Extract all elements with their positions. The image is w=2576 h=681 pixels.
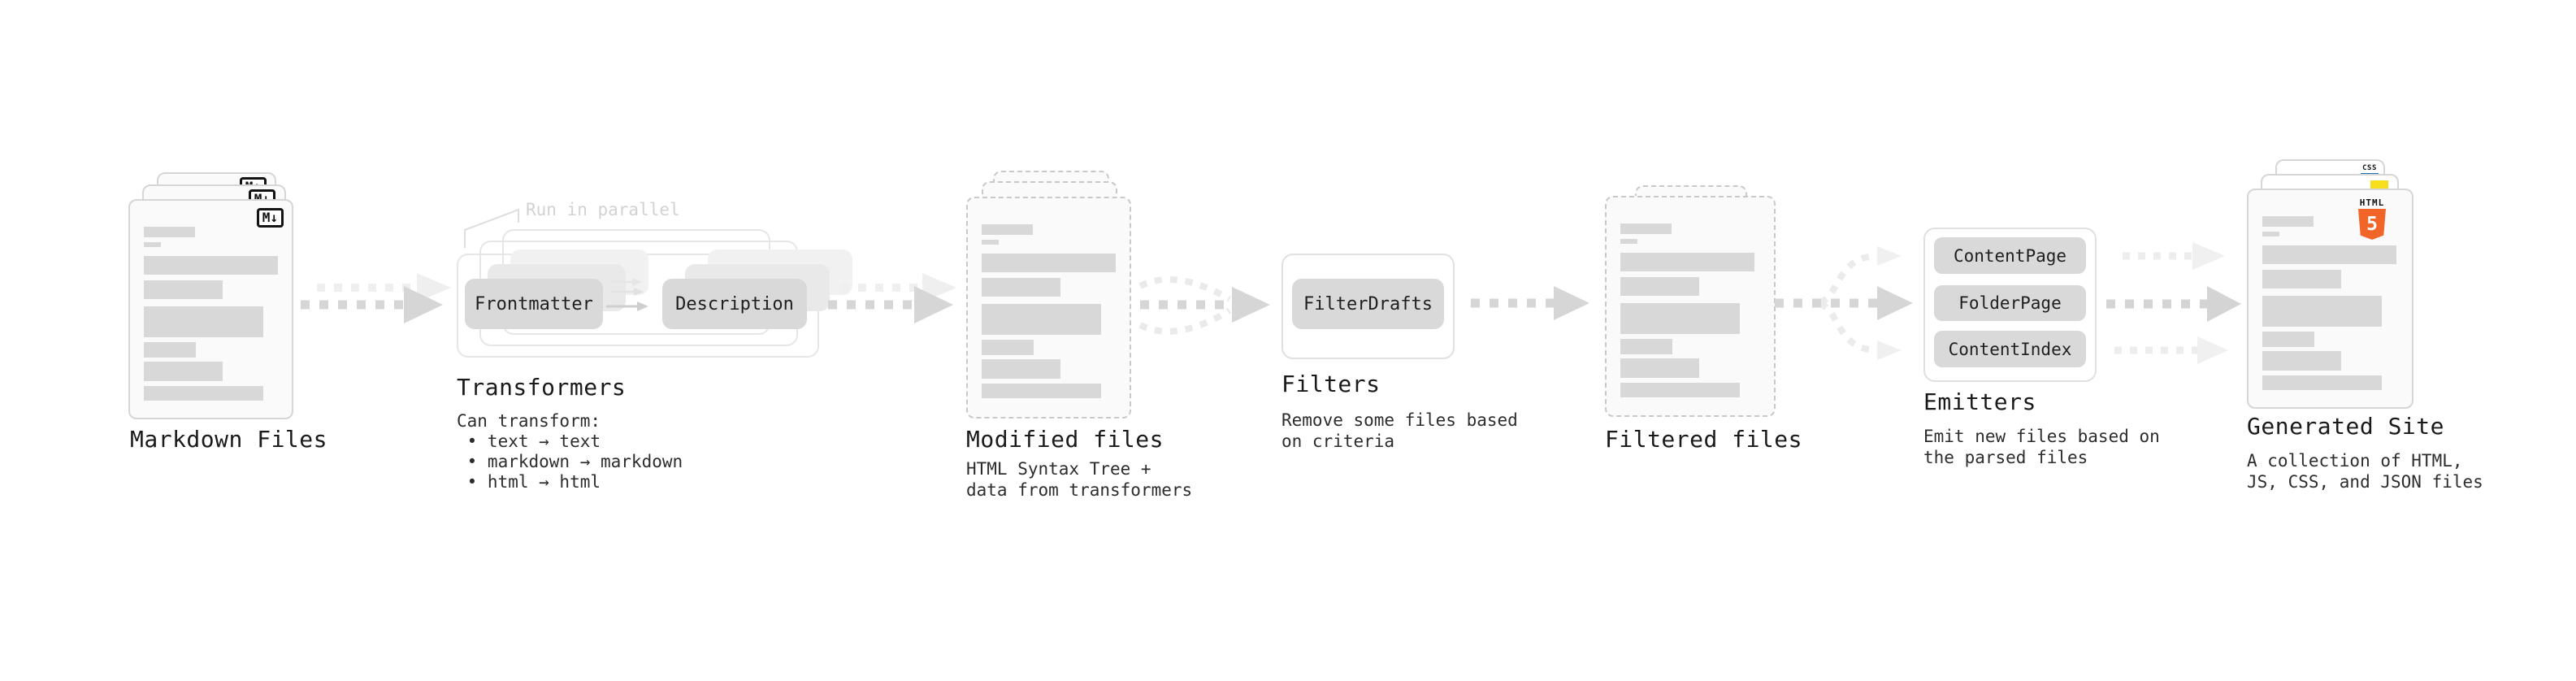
text-placeholder-bar <box>1620 339 1672 354</box>
frontmatter-pill: Frontmatter <box>465 279 603 329</box>
markdown-icon: M↓ <box>256 208 284 228</box>
stage-title-generated-site: Generated Site <box>2247 413 2445 440</box>
arrow-modified-to-filters <box>1138 275 1270 335</box>
stage-title-transformers: Transformers <box>457 374 627 401</box>
emitters-caption: Emit new files based on the parsed files <box>1923 426 2160 468</box>
stage-title-emitters: Emitters <box>1923 388 2036 415</box>
text-placeholder-bar <box>1620 223 1672 234</box>
text-placeholder-bar <box>2262 270 2341 288</box>
text-placeholder-bar <box>982 278 1060 297</box>
text-placeholder-bar <box>144 306 263 337</box>
stage-title-markdown-files: Markdown Files <box>130 426 328 453</box>
caption-line: on criteria <box>1281 432 1395 451</box>
caption-line: Can transform: <box>457 411 601 431</box>
javascript-icon <box>2370 180 2388 189</box>
text-placeholder-bar <box>144 242 161 247</box>
filterdrafts-pill: FilterDrafts <box>1292 279 1444 329</box>
text-placeholder-bar <box>2262 351 2341 371</box>
arrow-markdown-to-transformers <box>301 273 451 323</box>
text-placeholder-bar <box>982 224 1033 235</box>
folderpage-pill: FolderPage <box>1934 285 2086 321</box>
filtered-file-card-front <box>1605 196 1776 417</box>
caption-line: • text → text <box>457 432 601 451</box>
transformers-caption: Can transform: • text → text • markdown … <box>457 411 683 492</box>
text-placeholder-bar <box>982 304 1101 335</box>
caption-line: • markdown → markdown <box>457 452 683 471</box>
caption-line: data from transformers <box>966 480 1193 500</box>
text-placeholder-bar <box>982 254 1116 272</box>
text-placeholder-bar <box>144 386 263 401</box>
run-in-parallel-annotation: Run in parallel <box>526 200 680 219</box>
contentindex-pill: ContentIndex <box>1934 331 2086 367</box>
annotation-leader-line <box>464 208 519 248</box>
text-placeholder-bar <box>1620 383 1740 397</box>
text-placeholder-bar <box>2262 296 2382 327</box>
html5-icon: HTML 5 <box>2353 198 2391 240</box>
text-placeholder-bar <box>1620 253 1754 271</box>
text-placeholder-bar <box>1620 303 1740 334</box>
parallel-transform-arrows <box>606 278 648 311</box>
generated-caption: A collection of HTML, JS, CSS, and JSON … <box>2247 450 2483 492</box>
text-placeholder-bar <box>982 384 1101 398</box>
text-placeholder-bar <box>1620 239 1637 244</box>
modified-caption: HTML Syntax Tree + data from transformer… <box>966 458 1192 501</box>
filters-caption: Remove some files based on criteria <box>1281 410 1518 452</box>
text-placeholder-bar <box>1620 358 1699 378</box>
arrow-filters-to-filtered <box>1471 286 1589 320</box>
text-placeholder-bar <box>982 240 999 245</box>
stage-title-modified-files: Modified files <box>966 426 1164 453</box>
caption-line: Emit new files based on <box>1923 427 2160 446</box>
text-placeholder-bar <box>2262 232 2279 236</box>
text-placeholder-bar <box>982 359 1060 379</box>
text-placeholder-bar <box>2262 375 2382 390</box>
arrow-emitters-to-generated <box>2106 242 2241 364</box>
text-placeholder-bar <box>144 342 196 358</box>
arrow-transformers-to-modified <box>828 273 956 323</box>
stage-title-filtered-files: Filtered files <box>1605 426 1803 453</box>
caption-line: Remove some files based <box>1281 410 1518 430</box>
text-placeholder-bar <box>1620 277 1699 296</box>
markdown-file-card-front: M↓ <box>128 199 293 419</box>
description-pill: Description <box>662 279 807 329</box>
text-placeholder-bar <box>2262 216 2314 227</box>
generated-site-card-front: HTML 5 <box>2247 189 2413 409</box>
stage-title-filters: Filters <box>1281 371 1381 397</box>
text-placeholder-bar <box>144 280 223 299</box>
modified-file-card-front <box>966 197 1131 419</box>
caption-line: the parsed files <box>1923 448 2088 467</box>
text-placeholder-bar <box>144 256 278 275</box>
text-placeholder-bar <box>144 362 223 381</box>
arrow-filtered-to-emitters <box>1775 246 1913 360</box>
text-placeholder-bar <box>982 340 1034 355</box>
text-placeholder-bar <box>2262 332 2314 347</box>
contentpage-pill: ContentPage <box>1934 237 2086 274</box>
text-placeholder-bar <box>2262 245 2396 264</box>
caption-line: HTML Syntax Tree + <box>966 459 1151 479</box>
caption-line: A collection of HTML, <box>2247 451 2463 471</box>
caption-line: JS, CSS, and JSON files <box>2247 472 2483 492</box>
text-placeholder-bar <box>144 227 195 237</box>
caption-line: • html → html <box>457 472 601 492</box>
